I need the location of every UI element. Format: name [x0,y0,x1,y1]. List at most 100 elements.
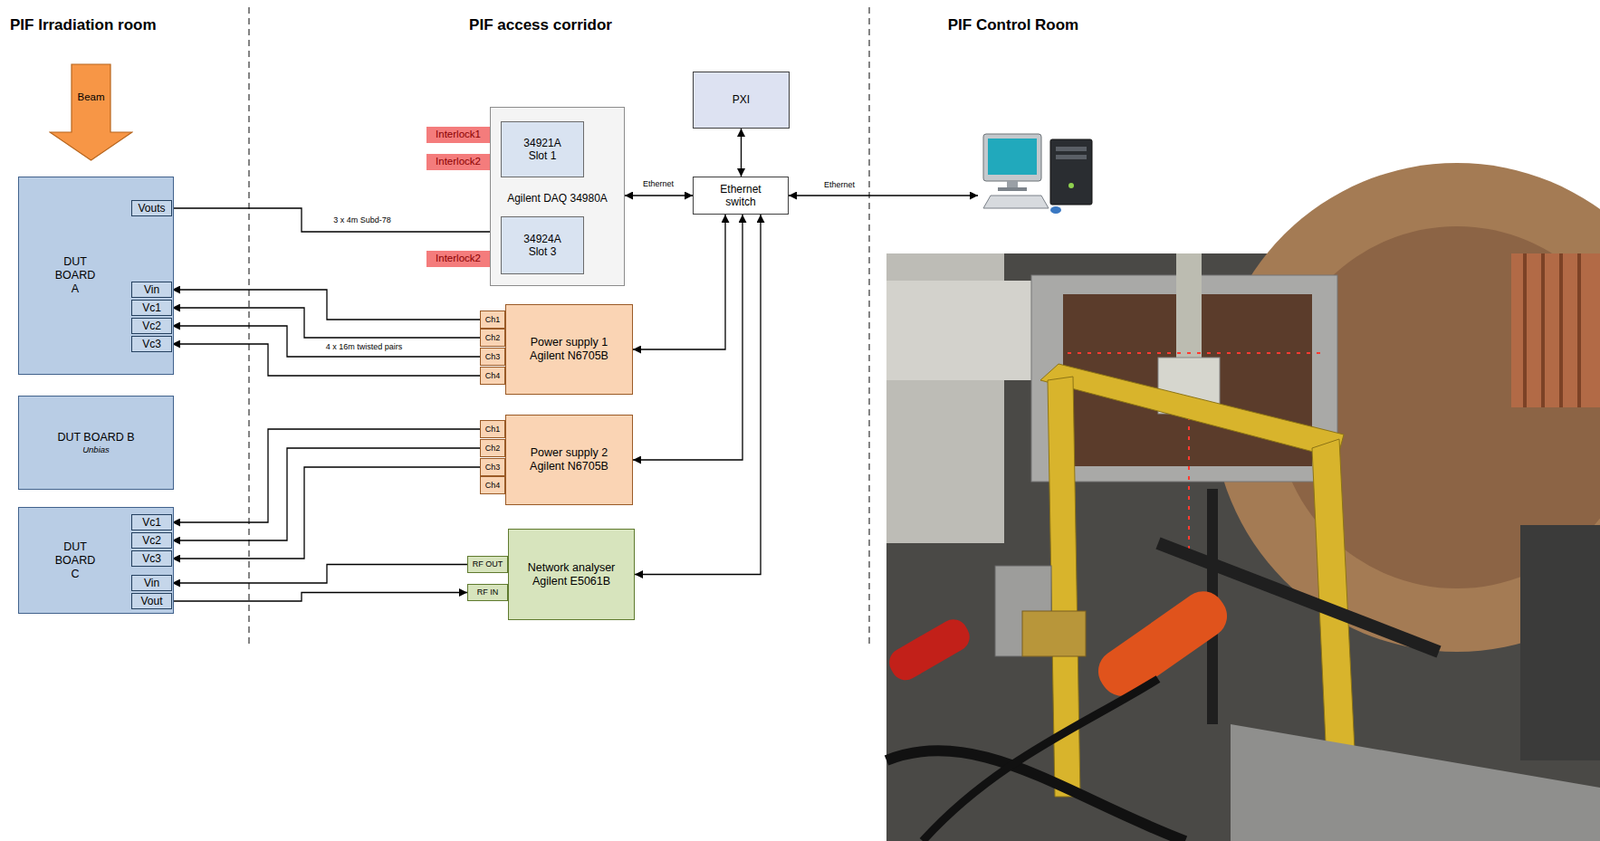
text-area: DUT BOARD C [19,507,132,614]
text-area: Ethernet switch [693,177,788,214]
heatsink-fin [1541,253,1545,408]
text-area: Vc1 [132,515,172,530]
text-area: Vouts [132,201,172,216]
connector [632,214,743,460]
monitor-base [997,187,1027,192]
node-label: Vc1 [142,516,162,529]
node-label: Interlock2 [435,252,481,266]
room-heading: PIF Control Room [948,16,1079,35]
stand [1520,525,1600,761]
beam-arrow-shape [48,63,134,162]
edge-label: 4 x 16m twisted pairs [324,342,405,352]
text-area: Interlock2 [426,153,490,171]
channel-box: Ch4 [479,366,506,385]
connector [172,467,480,559]
text-area: Agilent DAQ 34980A [490,182,624,215]
beam-arrow: Beam [48,63,134,162]
text-area: Vin [132,282,172,298]
node-label: RF IN [477,587,499,598]
interlock-tag: Interlock2 [426,153,490,171]
connector [172,593,468,603]
node-label: Ch3 [485,352,501,363]
connector [172,307,480,338]
text-area: Ch3 [480,459,505,476]
heatsink [1511,253,1600,408]
node-label: Ch1 [485,315,501,326]
node-label: Vc1 [142,301,162,315]
text-area: Ch4 [480,477,505,494]
port-box: Vc2 [131,532,173,549]
daq-box: Agilent DAQ 34980A34921A Slot 134924A Sl… [489,106,625,287]
connector [172,289,480,320]
node-label: Ch1 [485,424,501,435]
port-box: Vc1 [131,514,173,531]
dut-pcb [1022,611,1086,657]
drive-bay [1055,146,1087,152]
connector [172,208,501,232]
monitor-stand [1006,181,1018,189]
node-label: Ch4 [485,371,501,382]
yellow-frame [1040,364,1344,459]
port-box: Vouts [131,200,173,217]
channel-box: Ch3 [479,458,506,477]
room-heading: PIF Irradiation room [9,16,157,35]
port-box: Vout [131,593,173,610]
text-area: DUT BOARD BUnbias [19,396,173,489]
text-area: Interlock2 [426,250,490,268]
text-area: Ch1 [480,311,505,328]
node-label: 34924A Slot 3 [517,232,568,259]
node-label: Vc2 [142,319,162,333]
connector [740,128,742,177]
slot-box: 34924A Slot 3 [500,216,585,275]
node-label: Network analyser Agilent E5061B [520,561,623,589]
cable [922,679,1159,841]
beam-arrow-outline [49,64,133,161]
monitor-frame [983,134,1042,182]
text-area: Vc2 [132,318,172,334]
interlock-tag: Interlock1 [426,126,490,144]
connector [632,214,726,350]
node-label: Power supply 2 Agilent N6705B [524,446,615,474]
node-label: Vc3 [142,337,162,351]
text-area: Network analyser Agilent E5061B [508,529,634,620]
node-label: Vc3 [142,552,162,566]
pxi-box: PXI [692,71,790,129]
port-box: Vc2 [131,317,173,335]
text-area: Ch2 [480,329,505,346]
orange-handle [1090,583,1236,705]
mouse [1050,206,1062,214]
text-area: Vc3 [132,336,172,352]
laser-line [1067,352,1322,355]
connector [172,565,468,585]
text-area: PXI [693,72,789,128]
channel-box: Ch4 [479,476,506,495]
monitor-screen [987,138,1037,175]
red-handle [883,613,975,686]
text-area: Vin [132,575,172,591]
node-label: DUT BOARD A [51,255,99,297]
node-label: Ch2 [485,333,501,344]
setup-photo [883,162,1600,841]
node-label: Vc2 [142,534,162,547]
drive-bay [1055,154,1087,160]
text-area: Vc1 [132,300,172,316]
node-label: Vin [143,576,160,590]
port-box: Vin [131,574,173,592]
rf-port-box: RF OUT [467,555,508,574]
text-area: Ch4 [480,367,505,384]
channel-box: Ch2 [479,439,506,458]
connector [172,429,480,523]
power-led [1068,182,1074,189]
node-label: Interlock1 [435,128,481,142]
connector [172,448,480,541]
text-area: Ch3 [480,348,505,365]
ethernet-wire [788,194,978,196]
text-area: Power supply 1 Agilent N6705B [506,305,633,394]
power-supply-box: Power supply 1 Agilent N6705B [505,304,633,395]
room-heading: PIF access corridor [469,16,613,35]
edge-label: 3 x 4m Subd-78 [331,215,393,225]
node-label: Vouts [137,201,165,215]
